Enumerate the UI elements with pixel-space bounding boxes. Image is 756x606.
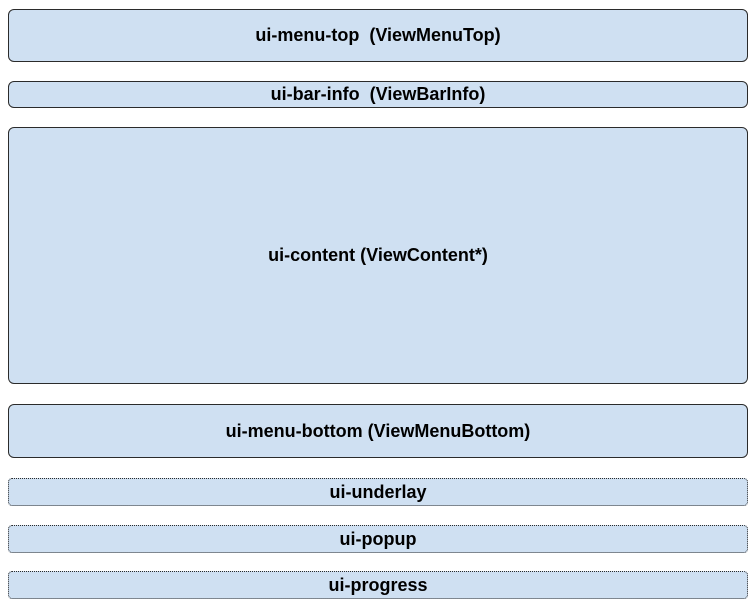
ui-menu-top-region: ui-menu-top (ViewMenuTop) <box>8 9 748 62</box>
ui-menu-top-label: ui-menu-top (ViewMenuTop) <box>255 25 501 45</box>
ui-underlay-region: ui-underlay <box>8 478 748 506</box>
ui-progress-region: ui-progress <box>8 571 748 599</box>
ui-popup-region: ui-popup <box>8 525 748 553</box>
ui-bar-info-label: ui-bar-info (ViewBarInfo) <box>270 84 486 104</box>
ui-content-label: ui-content (ViewContent*) <box>268 245 488 265</box>
ui-underlay-label: ui-underlay <box>329 481 427 502</box>
ui-menu-bottom-label: ui-menu-bottom (ViewMenuBottom) <box>225 420 531 441</box>
ui-bar-info-region: ui-bar-info (ViewBarInfo) <box>8 81 748 108</box>
ui-content-region: ui-content (ViewContent*) <box>8 127 748 384</box>
ui-menu-bottom-region: ui-menu-bottom (ViewMenuBottom) <box>8 404 748 458</box>
ui-progress-label: ui-progress <box>328 574 428 595</box>
ui-popup-label: ui-popup <box>339 528 417 549</box>
